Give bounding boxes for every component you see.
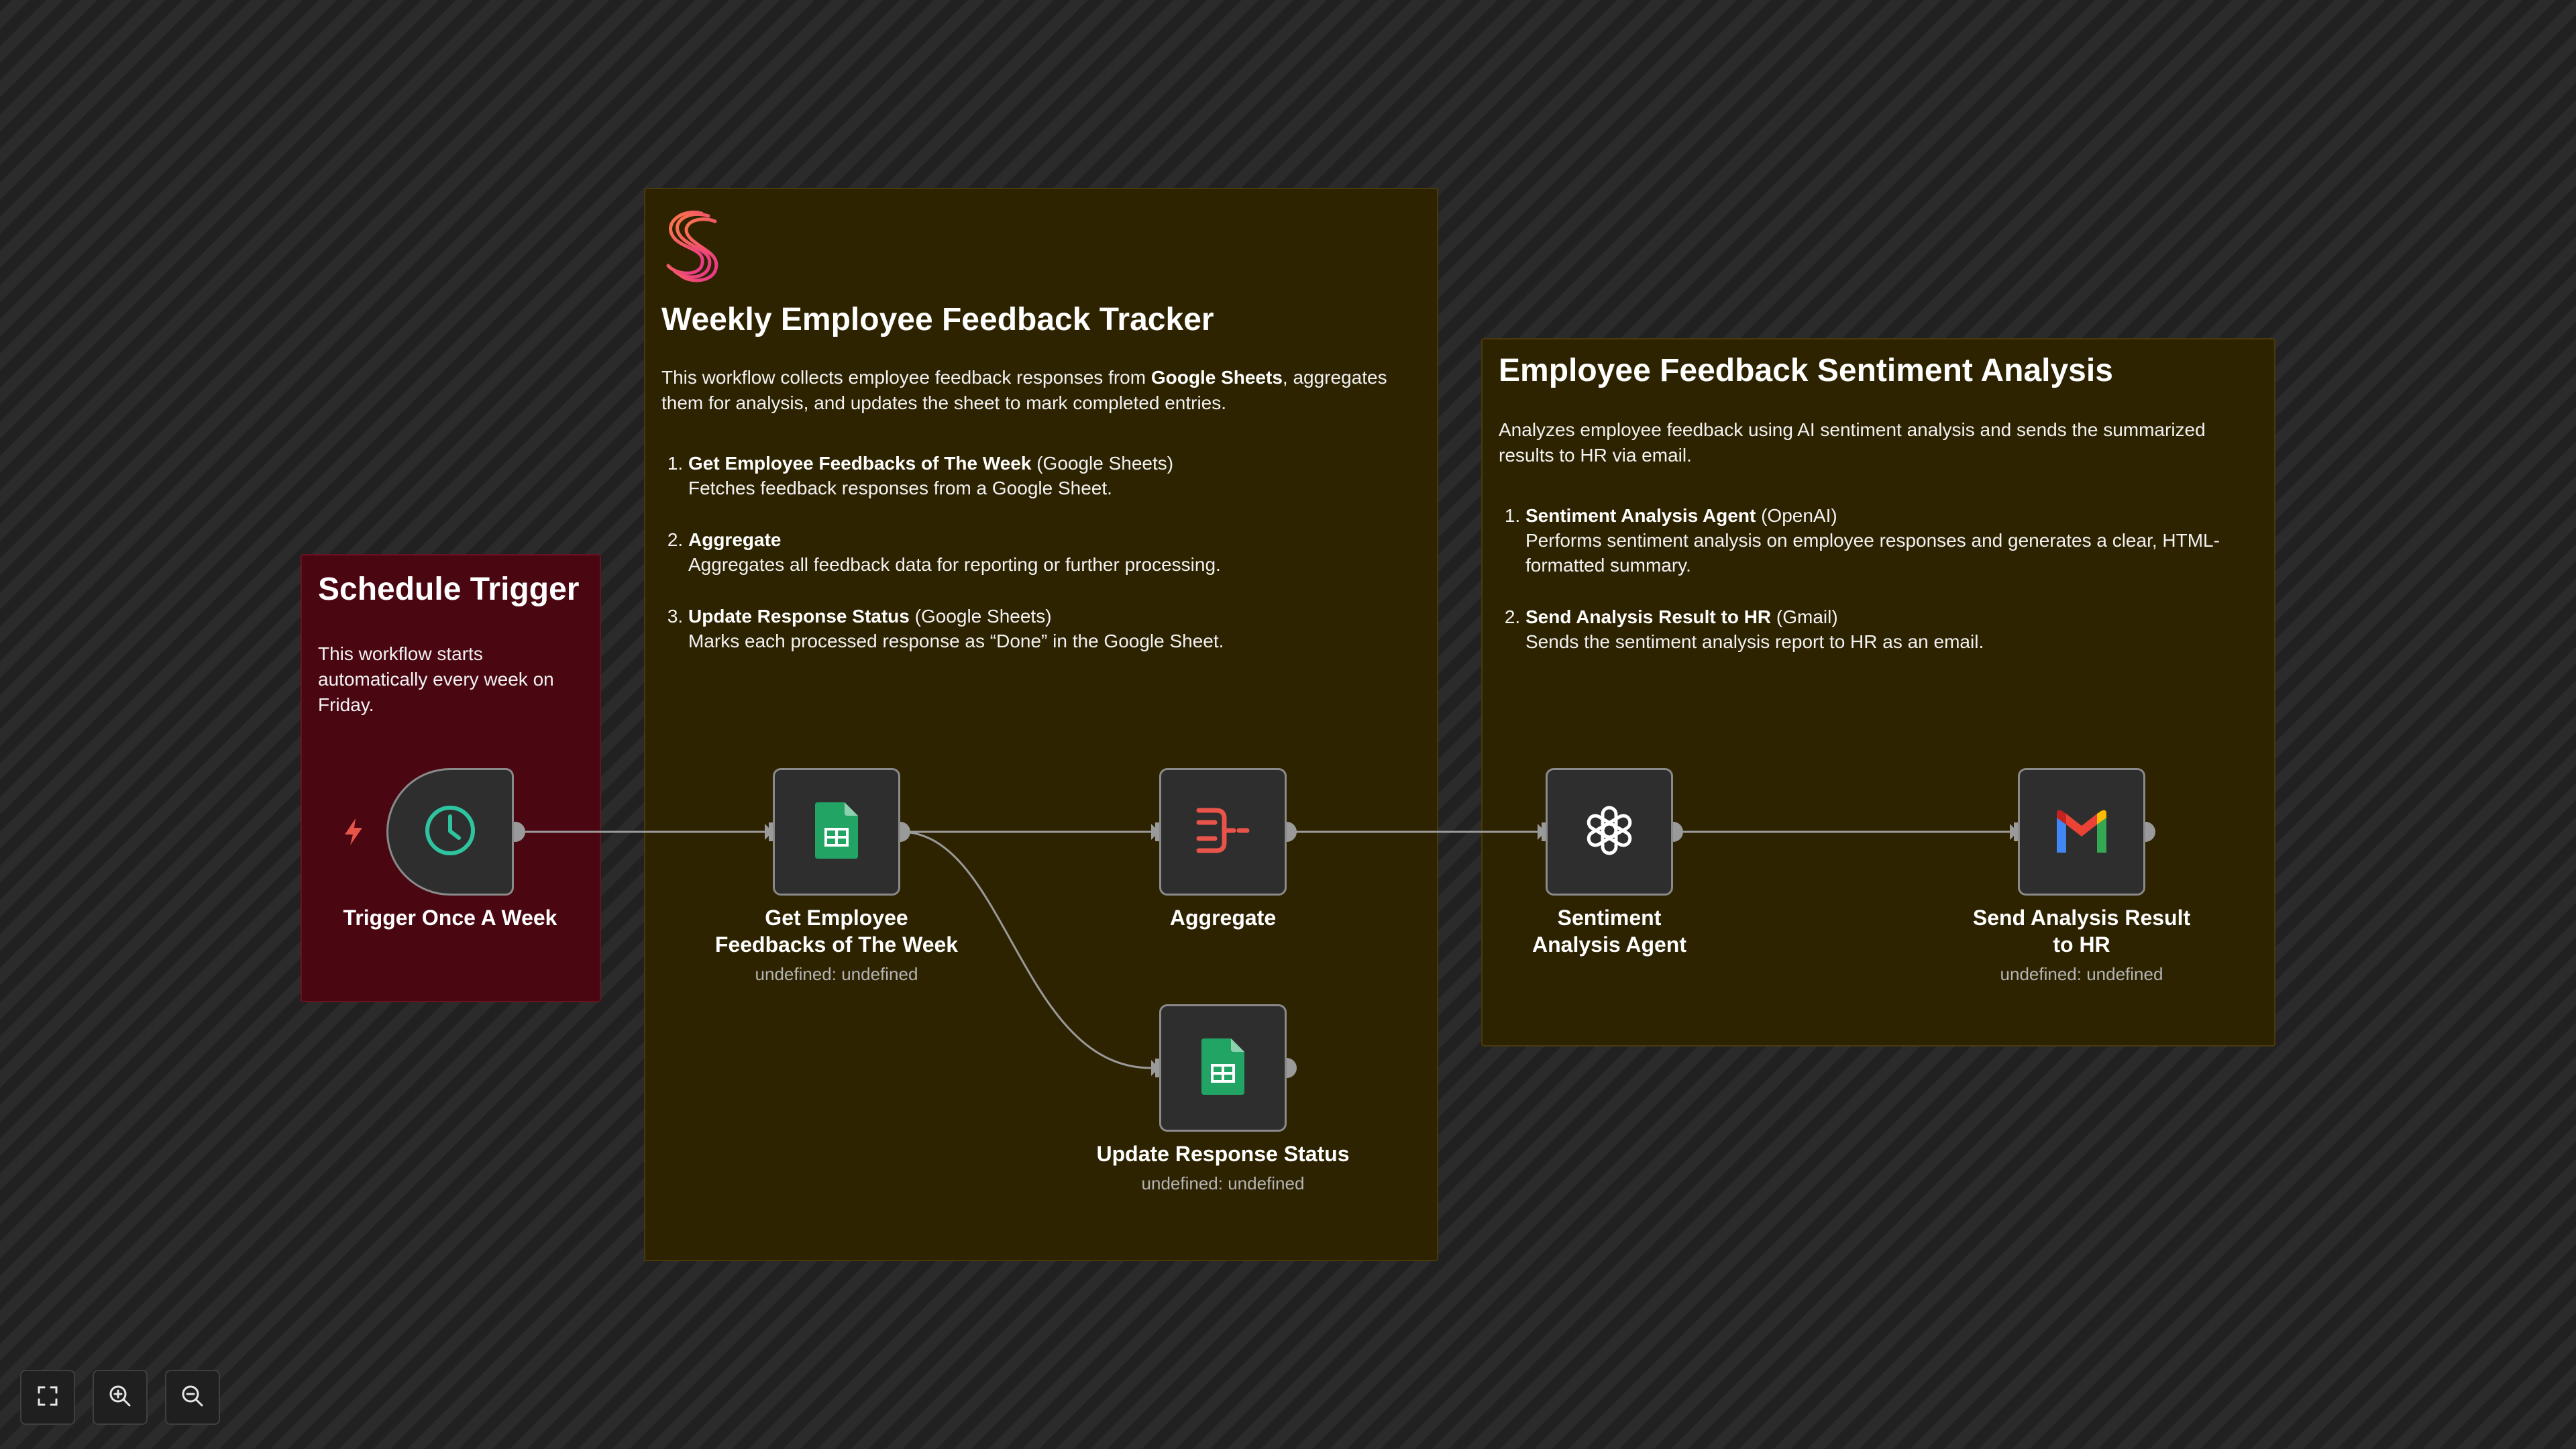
node-label: Aggregate bbox=[1169, 906, 1277, 930]
sentiment-step: Send Analysis Result to HR (Gmail) Sends… bbox=[1525, 604, 2258, 654]
gmail-icon bbox=[2053, 808, 2110, 856]
feedback-tracker-note[interactable]: Weekly Employee Feedback Tracker This wo… bbox=[644, 188, 1438, 1261]
fit-view-icon bbox=[36, 1385, 59, 1411]
zoom-out-icon bbox=[180, 1384, 205, 1411]
zoom-in-icon bbox=[108, 1384, 132, 1411]
sentiment-step: Sentiment Analysis Agent (OpenAI) Perfor… bbox=[1525, 503, 2258, 578]
zoom-out-button[interactable] bbox=[165, 1370, 220, 1425]
node-update-response-status[interactable] bbox=[1159, 1004, 1287, 1132]
google-sheets-icon bbox=[815, 802, 858, 862]
node-subtitle: undefined: undefined bbox=[2000, 964, 2163, 984]
sentiment-note-title: Employee Feedback Sentiment Analysis bbox=[1499, 353, 2113, 388]
sentiment-note-intro: Analyzes employee feedback using AI sent… bbox=[1499, 419, 2206, 466]
node-subtitle: undefined: undefined bbox=[1141, 1173, 1305, 1193]
node-sentiment-analysis-agent[interactable] bbox=[1546, 768, 1673, 896]
node-label: Send Analysis Result to HR bbox=[1972, 906, 2191, 957]
fit-view-button[interactable] bbox=[20, 1370, 75, 1425]
canvas-toolbar bbox=[20, 1370, 220, 1425]
tracker-step: Aggregate Aggregates all feedback data f… bbox=[688, 527, 1421, 577]
schedule-trigger-note[interactable]: Schedule Trigger This workflow starts au… bbox=[301, 554, 601, 1002]
node-label: Sentiment Analysis Agent bbox=[1532, 906, 1686, 957]
node-label: Trigger Once A Week bbox=[343, 906, 557, 930]
schedule-note-body: This workflow starts automatically every… bbox=[318, 643, 554, 715]
tracker-step: Get Employee Feedbacks of The Week (Goog… bbox=[688, 451, 1421, 500]
google-sheets-icon bbox=[1201, 1038, 1244, 1098]
zoom-in-button[interactable] bbox=[93, 1370, 148, 1425]
aggregate-icon bbox=[1195, 805, 1251, 859]
node-label: Get Employee Feedbacks of The Week bbox=[714, 906, 959, 957]
node-get-employee-feedbacks[interactable] bbox=[773, 768, 900, 896]
trigger-bolt-icon bbox=[342, 817, 365, 850]
node-aggregate[interactable] bbox=[1159, 768, 1287, 896]
schedule-note-title: Schedule Trigger bbox=[318, 572, 580, 607]
tracker-note-title: Weekly Employee Feedback Tracker bbox=[661, 302, 1214, 337]
tracker-note-intro: This workflow collects employee feedback… bbox=[661, 366, 1387, 413]
tracker-step: Update Response Status (Google Sheets) M… bbox=[688, 604, 1421, 653]
sentiment-analysis-note[interactable]: Employee Feedback Sentiment Analysis Ana… bbox=[1481, 338, 2275, 1046]
node-label: Update Response Status bbox=[1096, 1142, 1350, 1166]
node-subtitle: undefined: undefined bbox=[755, 964, 918, 984]
tracker-steps-list: Get Employee Feedbacks of The Week (Goog… bbox=[661, 451, 1421, 653]
node-send-analysis-result-to-hr[interactable] bbox=[2018, 768, 2145, 896]
openai-icon bbox=[1580, 802, 1638, 863]
node-trigger-once-a-week[interactable] bbox=[386, 768, 514, 896]
clock-icon bbox=[423, 803, 478, 861]
workflow-logo-icon bbox=[661, 209, 729, 283]
sentiment-steps-list: Sentiment Analysis Agent (OpenAI) Perfor… bbox=[1499, 503, 2258, 654]
